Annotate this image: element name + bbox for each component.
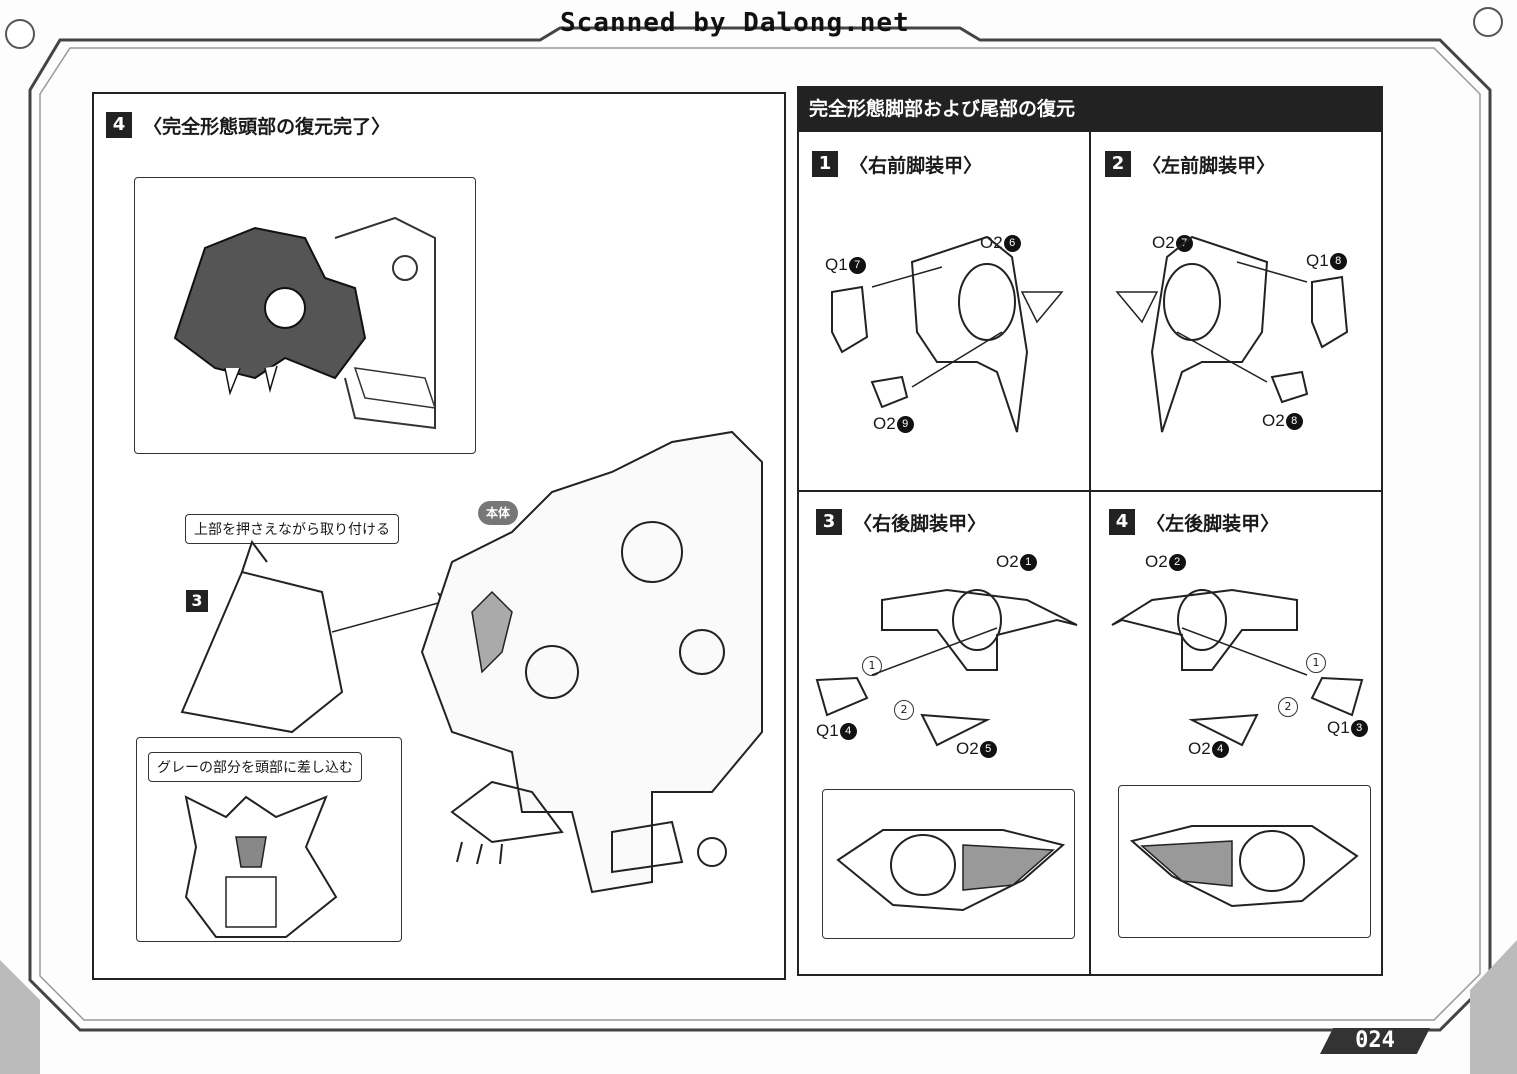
- substep-number: 3: [186, 590, 208, 612]
- step-1-heading: 1 〈右前脚装甲〉: [812, 151, 982, 178]
- right-panel-dividers: [797, 132, 1383, 976]
- step-title: 〈右前脚装甲〉: [849, 155, 983, 177]
- order-marker: 1: [1306, 653, 1326, 673]
- step-number: 2: [1105, 151, 1131, 177]
- left-rear-leg-illustration: [1111, 588, 1364, 747]
- body-badge: 本体: [478, 501, 518, 525]
- left-rear-leg-result-inset: [1118, 785, 1371, 938]
- order-marker: 2: [1278, 697, 1298, 717]
- step-number: 3: [816, 509, 842, 535]
- left-front-leg-illustration: [1115, 235, 1349, 433]
- right-front-leg-illustration: [831, 235, 1064, 433]
- step-title: 〈完全形態頭部の復元完了〉: [143, 116, 391, 138]
- right-rear-leg-illustration: [815, 588, 1078, 747]
- left-rear-leg-result-illustration: [1129, 825, 1359, 908]
- head-attachment-illustration: [180, 430, 763, 894]
- order-marker: 2: [894, 700, 914, 720]
- right-rear-leg-result-inset: [822, 789, 1075, 939]
- step-4-right-heading: 4 〈左後脚装甲〉: [1109, 509, 1279, 536]
- callout-insert-gray: グレーの部分を頭部に差し込む: [148, 752, 362, 782]
- step-number: 4: [1109, 509, 1135, 535]
- head-closeup-illustration: [173, 216, 437, 430]
- right-rear-leg-result-illustration: [836, 829, 1066, 912]
- step-number: 1: [812, 151, 838, 177]
- watermark: Scanned by Dalong.net: [560, 8, 910, 38]
- order-marker: 1: [862, 656, 882, 676]
- step-number: 4: [106, 112, 132, 138]
- step-2-heading: 2 〈左前脚装甲〉: [1105, 151, 1275, 178]
- section-header: 完全形態脚部および尾部の復元: [797, 86, 1383, 132]
- callout-press-top: 上部を押さえながら取り付ける: [185, 514, 399, 544]
- step-4-heading: 4 〈完全形態頭部の復元完了〉: [106, 112, 390, 139]
- gray-part-illustration: [184, 795, 338, 938]
- page-number: 024: [1320, 1028, 1430, 1054]
- head-closeup-inset: [134, 177, 476, 454]
- step-3-heading: 3 〈右後脚装甲〉: [816, 509, 986, 536]
- substep-3: 3: [186, 590, 208, 612]
- step-title: 〈左後脚装甲〉: [1146, 513, 1280, 535]
- step-title: 〈左前脚装甲〉: [1142, 155, 1276, 177]
- step-title: 〈右後脚装甲〉: [853, 513, 987, 535]
